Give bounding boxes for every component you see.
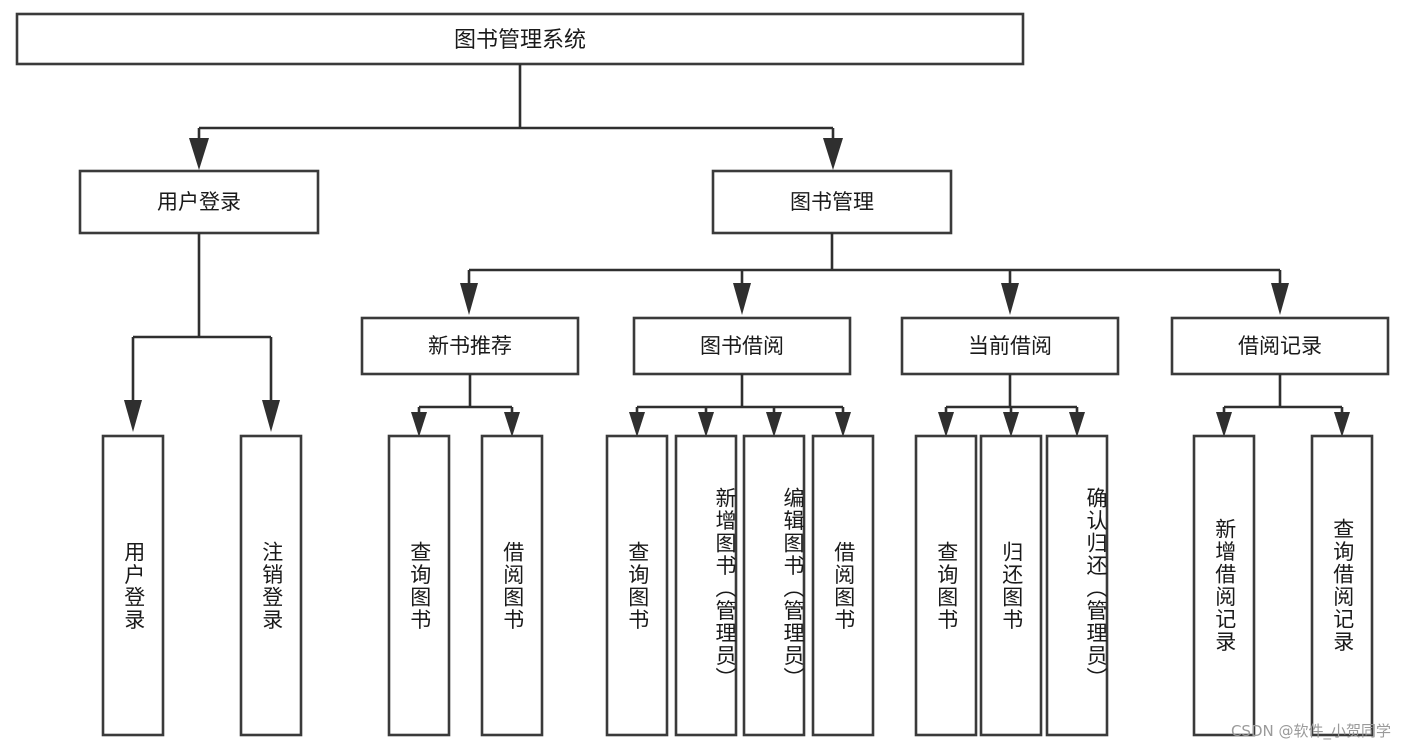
book-borrow-label: 图书借阅 [700,334,784,358]
node-book-borrow[interactable]: 图书借阅 [632,316,852,376]
borrow-record-box[interactable] [1170,316,1390,376]
arrowhead-to-new-book [460,283,478,315]
new-book-recommend-box[interactable] [360,316,580,376]
leaf-box-book-borrow-4[interactable] [811,434,875,737]
csdn-watermark: CSDN @软件_小贺同学 [1230,722,1391,740]
current-borrow-box[interactable] [900,316,1120,376]
arrowhead-leaf-book-borrow-1 [629,412,645,437]
arrowhead-leaf-borrow-record-2 [1334,412,1350,437]
node-root[interactable]: 图书管理系统 [15,12,1025,66]
node-borrow-record[interactable]: 借阅记录 [1170,316,1390,376]
arrowhead-leaf-borrow-record-1 [1216,412,1232,437]
leaf-box-user-login-2[interactable] [239,434,303,737]
node-current-borrow[interactable]: 当前借阅 [900,316,1120,376]
arrowhead-to-user-login [189,138,209,170]
leaf-box-new-book-1[interactable] [387,434,451,737]
arrowhead-leaf-new-book-2 [504,412,520,437]
new-book-recommend-label: 新书推荐 [428,334,512,358]
arrowhead-leaf-book-borrow-4 [835,412,851,437]
leaf-box-borrow-record-2[interactable] [1310,434,1374,737]
book-manage-box[interactable] [711,169,953,235]
root-box[interactable] [15,12,1025,66]
leaf-box-user-login-1[interactable] [101,434,165,737]
arrowhead-leaf-new-book-1 [411,412,427,437]
node-new-book-recommend[interactable]: 新书推荐 [360,316,580,376]
root-label: 图书管理系统 [454,28,586,53]
arrowhead-leaf-current-borrow-2 [1003,412,1019,437]
arrowhead-leaf-book-borrow-2 [698,412,714,437]
user-login-label: 用户登录 [157,190,241,214]
arrowhead-to-book-borrow [733,283,751,315]
arrowhead-leaf-book-borrow-3 [766,412,782,437]
leaf-box-current-borrow-3[interactable] [1045,434,1109,737]
leaf-box-current-borrow-2[interactable] [979,434,1043,737]
node-book-manage[interactable]: 图书管理 [711,169,953,235]
arrowhead-to-borrow-record [1271,283,1289,315]
current-borrow-label: 当前借阅 [968,334,1052,358]
node-user-login[interactable]: 用户登录 [78,169,320,235]
arrowhead-leaf-current-borrow-1 [938,412,954,437]
book-manage-label: 图书管理 [790,190,874,214]
arrowhead-to-book-manage [823,138,843,170]
book-borrow-box[interactable] [632,316,852,376]
leaf-box-book-borrow-3[interactable] [742,434,806,737]
leaf-box-borrow-record-1[interactable] [1192,434,1256,737]
leaf-box-book-borrow-1[interactable] [605,434,669,737]
arrowhead-to-current-borrow [1001,283,1019,315]
arrowhead-leaf-user-login-1 [124,400,142,432]
leaf-box-book-borrow-2[interactable] [674,434,738,737]
leaf-box-new-book-2[interactable] [480,434,544,737]
arrowhead-leaf-current-borrow-3 [1069,412,1085,437]
leaf-box-current-borrow-1[interactable] [914,434,978,737]
borrow-record-label: 借阅记录 [1238,334,1322,358]
arrowhead-leaf-user-login-2 [262,400,280,432]
